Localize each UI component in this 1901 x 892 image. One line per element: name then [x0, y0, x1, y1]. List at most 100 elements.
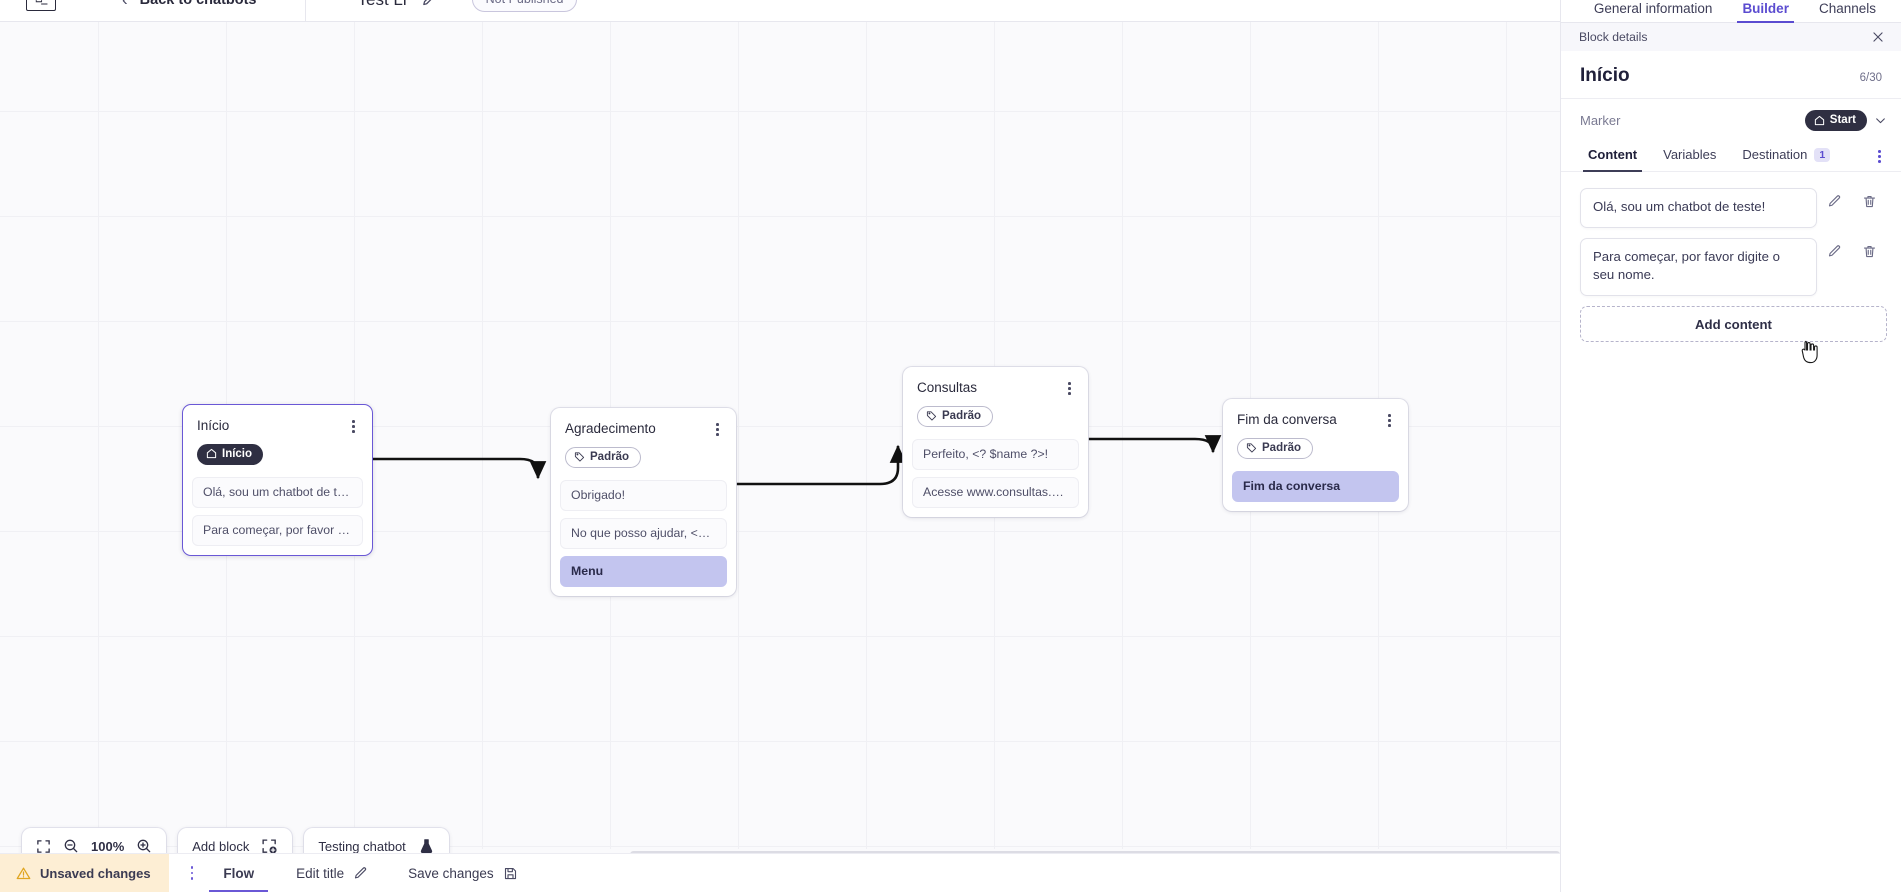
- tab-destination[interactable]: Destination 1: [1729, 142, 1843, 171]
- home-icon: [206, 449, 217, 459]
- app-header: ⎕‗ ‹ Back to chatbots Test Li Not Publis…: [0, 0, 1560, 22]
- tab-content-label: Content: [1588, 147, 1638, 162]
- edit-title-pencil-icon[interactable]: [421, 0, 438, 8]
- node-menu-icon[interactable]: [348, 418, 359, 435]
- node-menu-icon[interactable]: [712, 421, 723, 438]
- node-start-badge: Início: [197, 443, 264, 465]
- edit-content-pencil-icon[interactable]: [1817, 244, 1852, 259]
- node-title: Consultas: [917, 380, 978, 395]
- block-title: Início: [1580, 65, 1630, 86]
- zoom-level-label: 100%: [91, 838, 125, 854]
- marker-label: Marker: [1580, 113, 1621, 128]
- tab-general-information-label: General information: [1593, 1, 1713, 16]
- logo-glyph: ⎕‗: [36, 0, 48, 6]
- add-block-icon[interactable]: [261, 838, 278, 855]
- node-header: Fim da conversa: [1223, 399, 1408, 429]
- back-to-chatbots-label: Back to chatbots: [140, 0, 257, 8]
- tab-general-information[interactable]: General information: [1579, 0, 1728, 22]
- delete-content-trash-icon[interactable]: [1852, 244, 1887, 259]
- app-logo-icon[interactable]: ⎕‗: [26, 0, 56, 11]
- node-item[interactable]: Acesse www.consultas.com par...: [912, 476, 1079, 508]
- node-header: Agradecimento: [551, 408, 736, 438]
- close-icon[interactable]: [1871, 30, 1885, 44]
- tab-channels[interactable]: Channels: [1804, 0, 1891, 22]
- node-menu-icon[interactable]: [1064, 380, 1075, 397]
- main-tabs: General information Builder Channels: [1561, 0, 1901, 23]
- fit-screen-icon[interactable]: [36, 839, 51, 854]
- node-menu-icon[interactable]: [1384, 412, 1395, 429]
- node-item[interactable]: Perfeito, <? $name ?>!: [912, 438, 1079, 470]
- edit-title-button[interactable]: Edit title: [276, 854, 388, 892]
- zoom-in-icon[interactable]: [136, 838, 152, 854]
- panel-section-tabs: Content Variables Destination 1: [1561, 142, 1901, 172]
- flow-node-inicio[interactable]: Início Início Olá, sou um chatbot de tes…: [182, 404, 373, 556]
- header-divider: [304, 0, 306, 22]
- unsaved-changes-label: Unsaved changes: [40, 865, 151, 881]
- edit-title-label: Edit title: [296, 865, 345, 881]
- node-default-badge: Padrão: [917, 405, 993, 427]
- marker-dropdown[interactable]: Start: [1804, 110, 1887, 131]
- tab-channels-label: Channels: [1818, 1, 1876, 16]
- node-item[interactable]: Obrigado!: [560, 479, 727, 511]
- node-item-list: Obrigado! No que posso ajudar, <? $name …: [551, 468, 736, 587]
- node-title: Agradecimento: [565, 421, 656, 436]
- content-list: Olá, sou um chatbot de teste! Para: [1561, 172, 1901, 297]
- warning-icon: [16, 867, 31, 879]
- flask-icon[interactable]: [418, 838, 435, 855]
- back-to-chatbots-link[interactable]: ‹ Back to chatbots: [122, 0, 257, 8]
- add-block-label: Add block: [192, 838, 250, 854]
- bottom-status-bar: Unsaved changes Flow Edit title Save cha…: [0, 853, 1560, 892]
- block-title-row: Início 6/30: [1561, 51, 1901, 99]
- bot-title: Test Li: [358, 0, 407, 10]
- content-row-actions: [1817, 238, 1887, 259]
- node-item[interactable]: Para começar, por favor digite o ...: [192, 514, 363, 546]
- flow-canvas[interactable]: Início Início Olá, sou um chatbot de tes…: [0, 22, 1560, 860]
- save-changes-button[interactable]: Save changes: [388, 854, 538, 892]
- delete-content-trash-icon[interactable]: [1852, 194, 1887, 209]
- home-icon: [1814, 115, 1824, 125]
- marker-value-label: Start: [1829, 114, 1856, 126]
- node-item[interactable]: No que posso ajudar, <? $name ...: [560, 517, 727, 549]
- flow-node-consultas[interactable]: Consultas Padrão Perfeito, <? $name ?>! …: [903, 367, 1088, 517]
- node-item[interactable]: Olá, sou um chatbot de teste!: [192, 476, 363, 508]
- panel-subheader: Block details: [1561, 23, 1901, 51]
- node-badge-row: Padrão: [903, 397, 1088, 427]
- tag-icon: [1246, 443, 1257, 453]
- tab-flow[interactable]: Flow: [201, 854, 276, 892]
- save-changes-label: Save changes: [408, 865, 494, 881]
- tab-content[interactable]: Content: [1575, 142, 1650, 172]
- block-details-panel: General information Builder Channels Blo…: [1560, 0, 1901, 892]
- pencil-icon: [355, 866, 367, 878]
- tab-destination-label: Destination: [1742, 147, 1808, 162]
- content-field[interactable]: Olá, sou um chatbot de teste!: [1580, 188, 1817, 228]
- panel-more-options-icon[interactable]: [1868, 144, 1891, 170]
- node-badge-row: Início: [183, 435, 372, 465]
- flow-node-fim-da-conversa[interactable]: Fim da conversa Padrão Fim da conversa: [1223, 399, 1408, 511]
- node-item[interactable]: Fim da conversa: [1232, 470, 1399, 502]
- panel-label: Block details: [1579, 30, 1648, 44]
- bottom-bar-menu-icon[interactable]: [183, 862, 202, 883]
- node-badge-label: Padrão: [590, 450, 629, 463]
- marker-start-badge: Start: [1804, 110, 1867, 131]
- char-counter: 6/30: [1859, 72, 1882, 84]
- edit-content-pencil-icon[interactable]: [1817, 194, 1852, 209]
- tab-builder[interactable]: Builder: [1727, 0, 1804, 23]
- tab-variables[interactable]: Variables: [1650, 142, 1729, 171]
- content-row: Olá, sou um chatbot de teste!: [1580, 188, 1887, 228]
- node-header: Consultas: [903, 367, 1088, 397]
- node-title: Início: [197, 418, 230, 433]
- node-title: Fim da conversa: [1237, 412, 1337, 427]
- flow-node-agradecimento[interactable]: Agradecimento Padrão Obrigado! No que po…: [551, 408, 736, 596]
- add-content-button[interactable]: Add content: [1580, 306, 1887, 343]
- content-field[interactable]: Para começar, por favor digite o seu nom…: [1580, 237, 1817, 297]
- node-badge-row: Padrão: [551, 438, 736, 468]
- node-badge-label: Padrão: [1262, 441, 1301, 454]
- node-badge-row: Padrão: [1223, 429, 1408, 459]
- tab-builder-label: Builder: [1742, 1, 1789, 16]
- node-badge-label: Início: [222, 447, 253, 460]
- chevron-down-icon: [1876, 118, 1885, 124]
- marker-row: Marker Start: [1561, 99, 1901, 142]
- node-item-list: Fim da conversa: [1223, 459, 1408, 502]
- node-item-menu[interactable]: Menu: [560, 555, 727, 587]
- zoom-out-icon[interactable]: [63, 838, 79, 854]
